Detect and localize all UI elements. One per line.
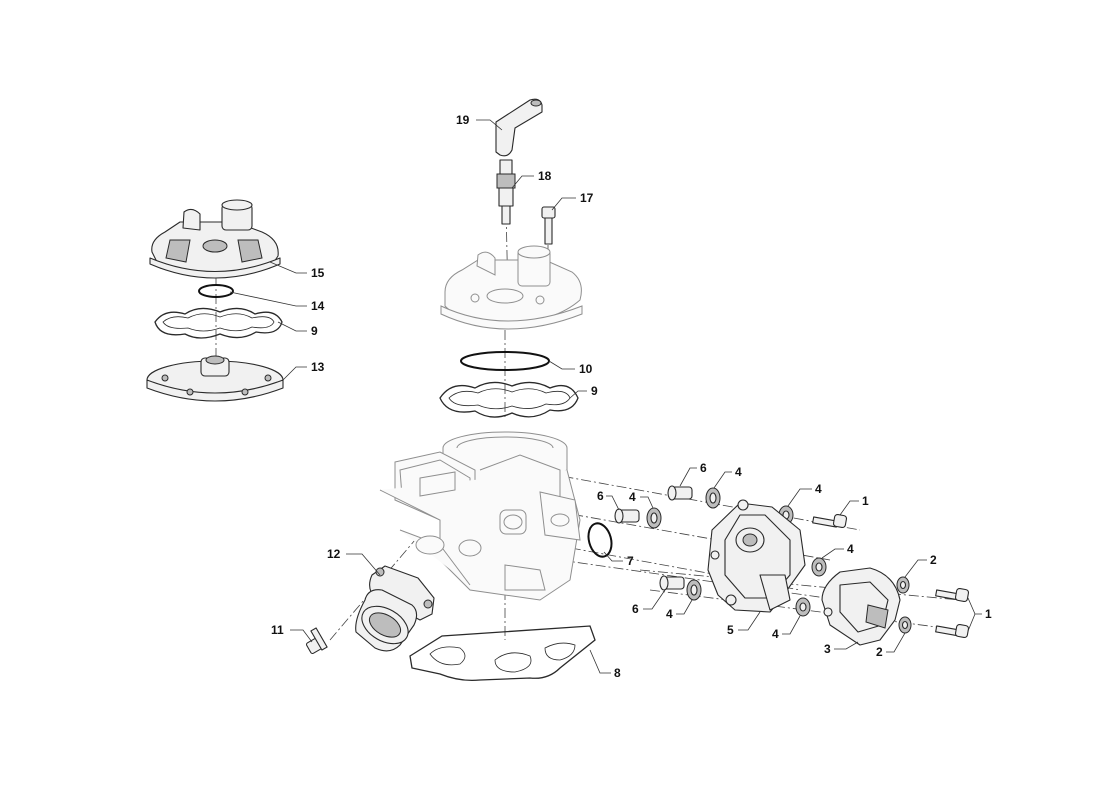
cylinder-head-ghost-part [440, 245, 583, 330]
callout-4-mid: 4 [629, 490, 636, 504]
callout-4-upper-right: 4 [815, 482, 822, 496]
callout-13: 13 [311, 360, 325, 374]
callout-6-bottom: 6 [632, 602, 639, 616]
callout-12: 12 [327, 547, 341, 561]
callout-10: 10 [579, 362, 593, 376]
exhaust-flange-part [355, 565, 435, 652]
callout-2-bottom: 2 [876, 645, 883, 659]
o-ring-part [198, 284, 234, 298]
callout-7: 7 [627, 554, 634, 568]
head-bolt-part [541, 206, 556, 245]
callout-2-top: 2 [930, 553, 937, 567]
callout-labels: 19 18 17 15 14 9 13 10 9 7 8 12 11 6 4 6… [271, 113, 992, 680]
callout-19: 19 [456, 113, 470, 127]
callout-18: 18 [538, 169, 552, 183]
callout-4-right: 4 [847, 542, 854, 556]
leader-lines [229, 119, 982, 674]
callout-6-mid: 6 [597, 489, 604, 503]
flange-bolt-part [305, 627, 328, 655]
small-o-ring-part [587, 522, 613, 558]
callout-4-bottom: 4 [666, 607, 673, 621]
callout-15: 15 [311, 266, 325, 280]
callout-1-top: 1 [862, 494, 869, 508]
callout-1-right: 1 [985, 607, 992, 621]
cylinder-body-part [379, 431, 581, 601]
head-plate-part [146, 355, 284, 402]
callout-14: 14 [311, 299, 325, 313]
callout-17: 17 [580, 191, 594, 205]
cover-bolts [812, 513, 970, 639]
axis-lines [215, 159, 961, 641]
base-gasket-part [409, 625, 596, 682]
callout-3: 3 [824, 642, 831, 656]
callout-4-lower-right: 4 [772, 627, 779, 641]
spark-plug-part [496, 159, 516, 225]
spark-plug-cap-part [495, 98, 543, 157]
callout-6-top: 6 [700, 461, 707, 475]
callout-11: 11 [271, 623, 284, 637]
callout-4-top: 4 [735, 465, 742, 479]
callout-9-left: 9 [311, 324, 318, 338]
head-gasket-left-part [154, 307, 283, 339]
callout-5: 5 [727, 623, 734, 637]
side-cover-part [821, 567, 901, 646]
valve-housing-part [707, 499, 806, 613]
callout-9-right: 9 [591, 384, 598, 398]
cylinder-head-part [149, 199, 281, 279]
head-gasket-right-part [439, 381, 579, 418]
callout-8: 8 [614, 666, 621, 680]
bushings-and-bearings [614, 485, 827, 617]
